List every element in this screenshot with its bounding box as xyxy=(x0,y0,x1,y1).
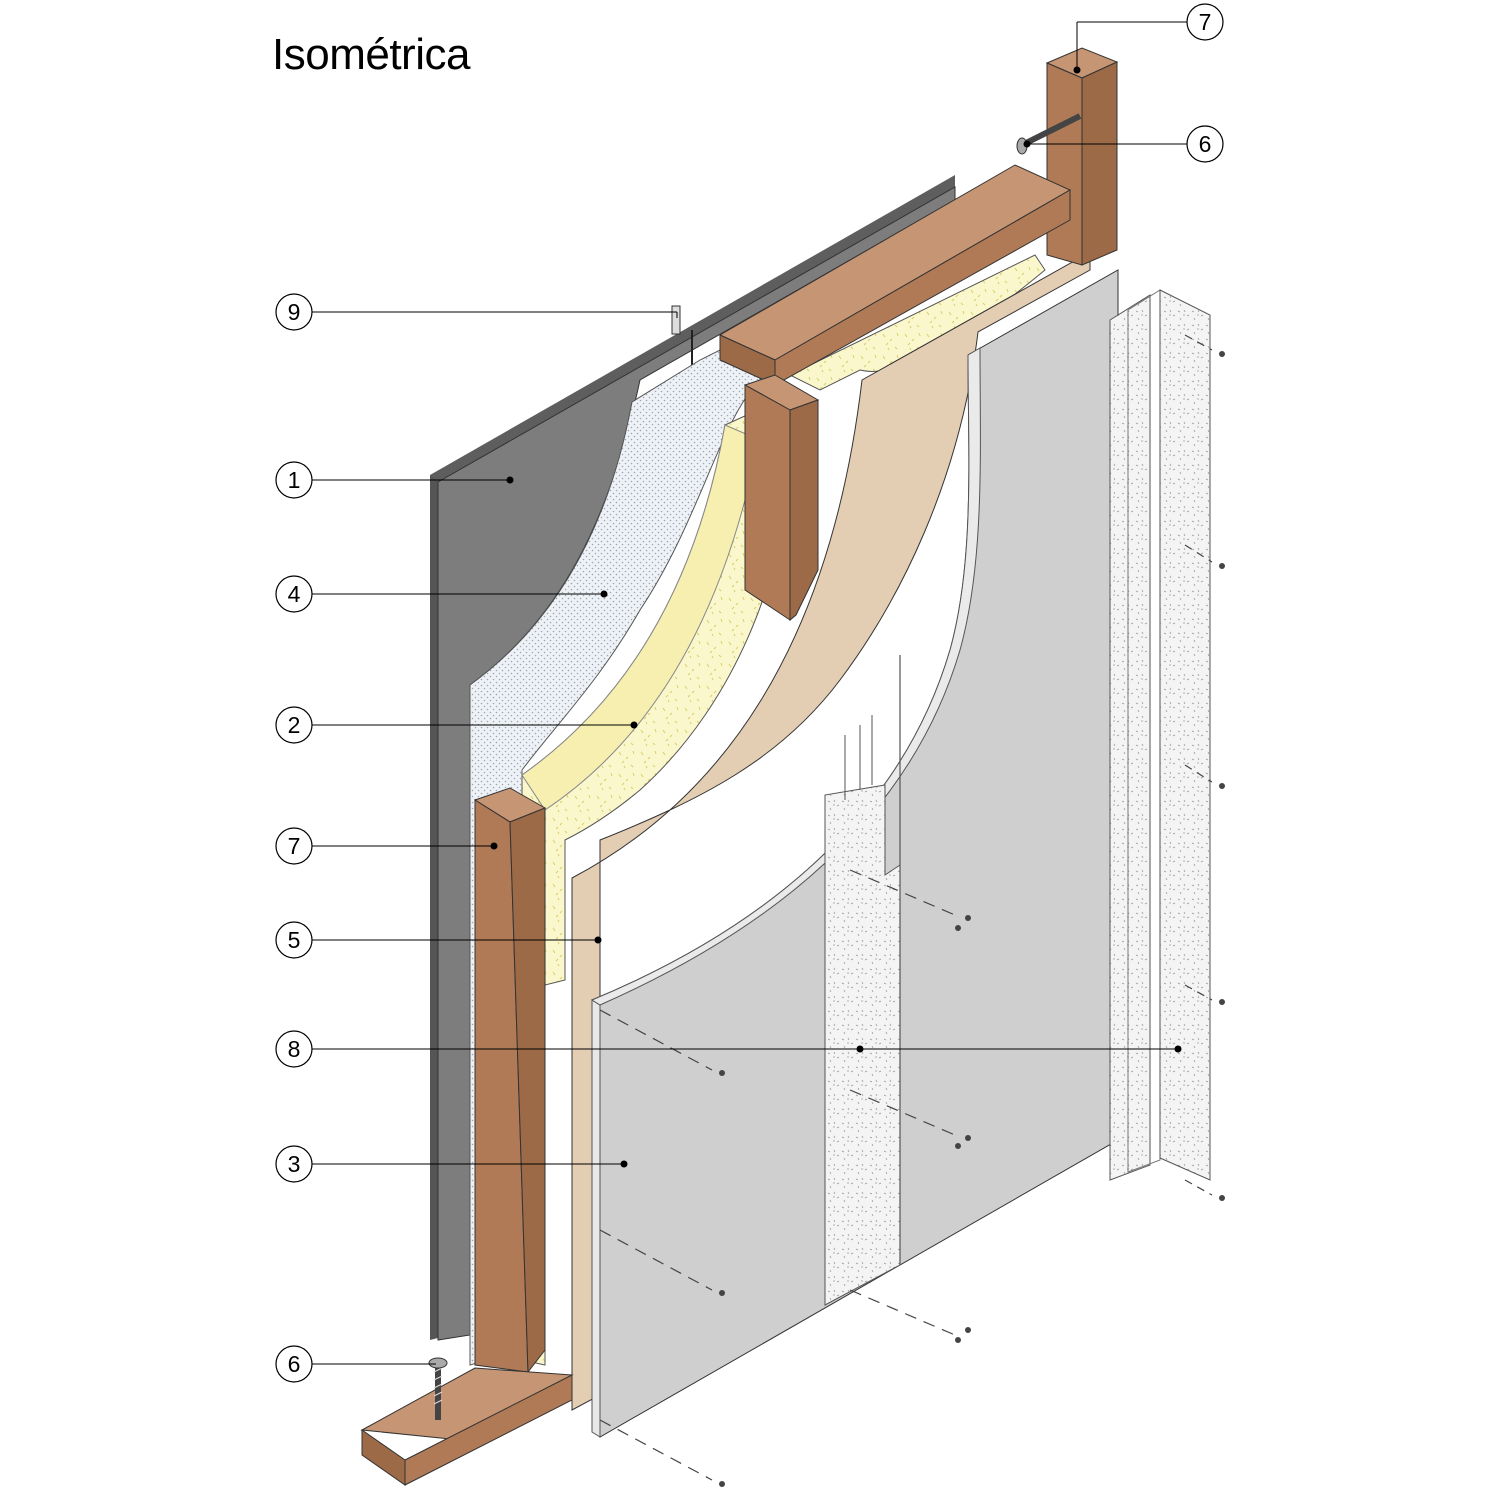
callout-1: 1 xyxy=(275,461,313,499)
timber-stud-center xyxy=(743,374,820,622)
screws xyxy=(599,334,1213,1481)
osb-sheathing xyxy=(571,254,1091,1411)
callout-label: 3 xyxy=(288,1151,301,1177)
callout-label: 7 xyxy=(1199,9,1212,35)
callout-label: 7 xyxy=(288,833,301,859)
bottom-plate xyxy=(360,1367,574,1486)
top-plate xyxy=(718,164,1072,386)
callout-label: 6 xyxy=(288,1351,301,1377)
corner-tape xyxy=(1109,289,1211,1181)
callout-2: 2 xyxy=(275,706,313,744)
callout-9: 9 xyxy=(275,293,313,331)
screw-heads xyxy=(719,351,1225,1487)
callout-7-top: 7 xyxy=(1186,3,1224,41)
callout-5: 5 xyxy=(275,921,313,959)
joint-clip xyxy=(671,305,681,335)
gypsum-board xyxy=(590,269,1119,1438)
leader-lines xyxy=(312,21,1187,1365)
callout-7-left: 7 xyxy=(275,827,313,865)
callout-label: 8 xyxy=(288,1036,301,1062)
anchor-bolt-bottom xyxy=(428,1357,448,1420)
callout-label: 9 xyxy=(288,299,301,325)
callout-label: 4 xyxy=(288,581,301,607)
diagram-title: Isométrica xyxy=(272,30,470,79)
timber-stud-left xyxy=(473,787,547,1374)
insulation-batt xyxy=(521,254,1046,1366)
callout-label: 1 xyxy=(288,467,301,493)
callout-4: 4 xyxy=(275,575,313,613)
callout-6-bottom: 6 xyxy=(275,1345,313,1383)
callout-3: 3 xyxy=(275,1145,313,1183)
callout-label: 5 xyxy=(288,927,301,953)
callout-label: 2 xyxy=(288,712,301,738)
cladding-panel xyxy=(430,175,956,1341)
callout-6-top: 6 xyxy=(1186,125,1224,163)
callout-8: 8 xyxy=(275,1030,313,1068)
callout-label: 6 xyxy=(1199,131,1212,157)
timber-stud-right xyxy=(1045,47,1119,266)
